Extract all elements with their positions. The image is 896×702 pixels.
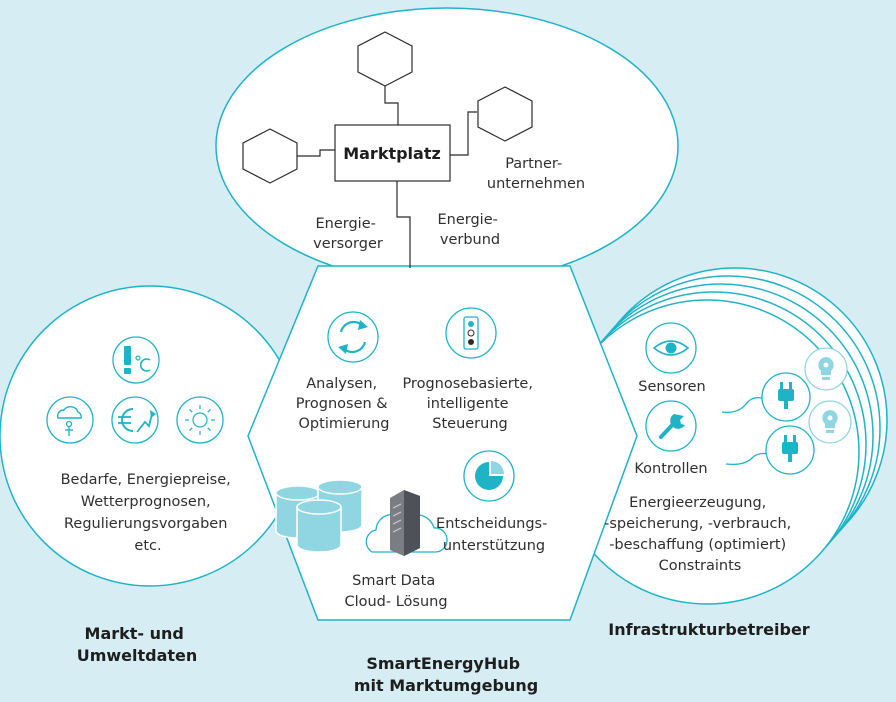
hub-decision-label: Entscheidungs- unterstützung <box>436 516 552 554</box>
hub-section-title: SmartEnergyHub mit Marktumgebung <box>354 654 538 695</box>
server-cloud-icon <box>365 490 448 556</box>
network-node-hexagon <box>242 128 298 184</box>
sun-icon <box>176 396 224 444</box>
sensor-label: Sensoren <box>638 379 706 395</box>
supplier-label: Energie- versorger <box>313 216 383 252</box>
lightbulb-icon <box>808 400 852 444</box>
network-label: Energie- verbund <box>438 212 503 248</box>
database-cylinders-icon <box>275 479 363 553</box>
plug-icon <box>765 425 815 475</box>
market-data-description: Bedarfe, Energiepreise, Wetterprognosen,… <box>61 472 236 554</box>
euro-trend-icon <box>111 396 159 444</box>
network-node-hexagon <box>477 86 533 142</box>
infrastructure-section-title: Infrastrukturbetreiber <box>608 620 810 639</box>
pie-chart-icon <box>463 450 515 502</box>
hub-hexagon <box>247 265 638 621</box>
partner-label: Partner- unternehmen <box>487 156 585 192</box>
market-section-title: Markt- und Umweltdaten <box>77 624 198 665</box>
traffic-light-icon <box>445 307 497 359</box>
weather-person-icon <box>46 396 94 444</box>
hub-control-label: Prognosebasierte, intelligente Steuerung <box>402 376 537 432</box>
temperature-warning-icon <box>112 336 160 384</box>
plug-icon <box>761 372 811 422</box>
lightbulb-icon <box>804 347 848 391</box>
infrastructure-description: Energieerzeugung, -speicherung, -verbrau… <box>604 495 796 574</box>
marketplace-network <box>297 86 477 268</box>
wrench-icon <box>645 400 697 452</box>
marketplace-label: Marktplatz <box>343 144 441 163</box>
marketplace-box <box>334 124 451 182</box>
cycle-arrows-icon <box>327 311 379 363</box>
network-node-hexagon <box>357 31 413 87</box>
control-label: Kontrollen <box>634 461 707 477</box>
eye-icon <box>645 322 697 374</box>
hub-analysis-label: Analysen, Prognosen & Optimierung <box>296 376 392 432</box>
hub-cloud-label: Smart Data Cloud- Lösung <box>344 573 447 610</box>
plug-cable <box>725 452 769 466</box>
plug-cable <box>721 396 763 413</box>
